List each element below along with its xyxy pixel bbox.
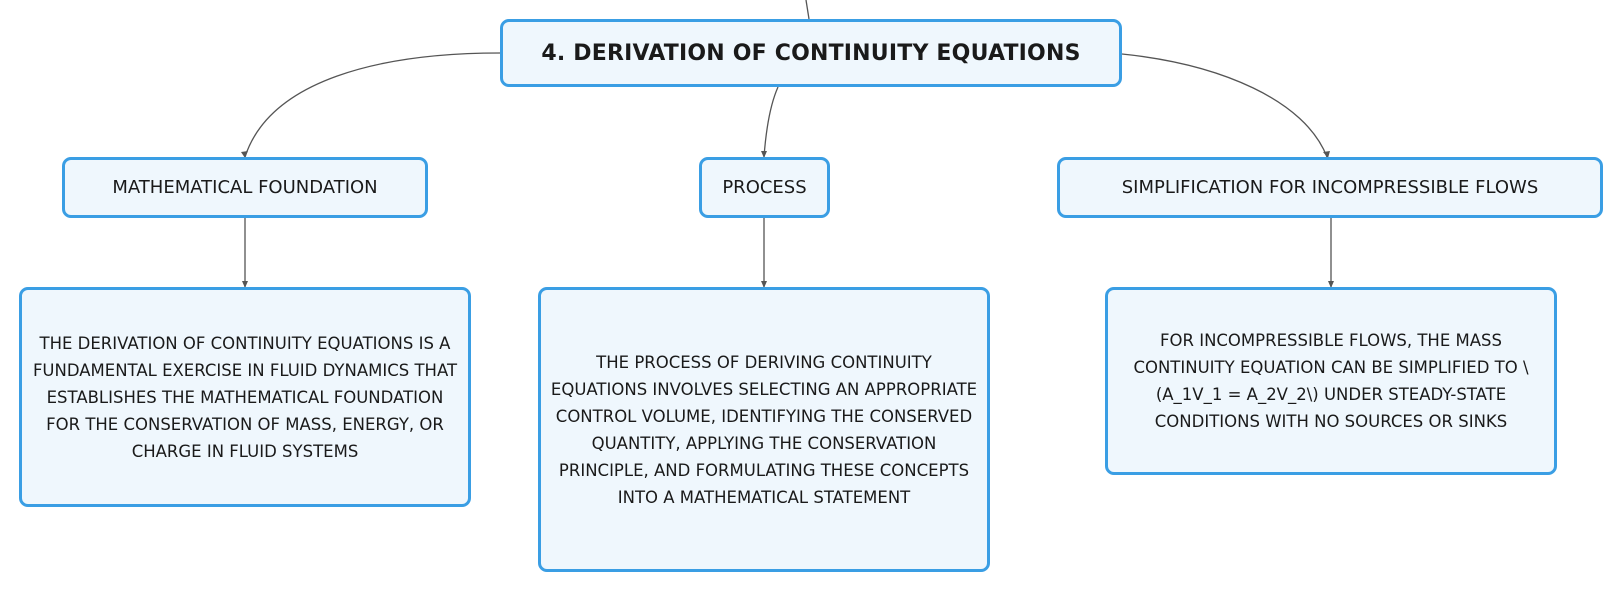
leaf-node-text: THE PROCESS OF DERIVING CONTINUITY EQUAT… — [550, 352, 978, 507]
leaf-node-process[interactable]: THE PROCESS OF DERIVING CONTINUITY EQUAT… — [538, 287, 990, 572]
arrowhead-mathematical-foundation-leaf — [242, 281, 248, 288]
connector-root-to-mathematical-foundation — [244, 52, 501, 158]
branch-node-label: SIMPLIFICATION FOR INCOMPRESSIBLE FLOWS — [1121, 177, 1539, 198]
branch-node-label: MATHEMATICAL FOUNDATION — [112, 177, 378, 198]
leaf-node-mathematical-foundation[interactable]: THE DERIVATION OF CONTINUITY EQUATIONS I… — [19, 287, 471, 507]
leaf-node-text: FOR INCOMPRESSIBLE FLOWS, THE MASS CONTI… — [1133, 331, 1529, 431]
root-node[interactable]: 4. DERIVATION OF CONTINUITY EQUATIONS — [500, 19, 1122, 87]
root-node-label: 4. DERIVATION OF CONTINUITY EQUATIONS — [541, 40, 1081, 66]
arrowhead-simplification-leaf — [1328, 281, 1334, 288]
arrowhead-mathematical-foundation — [241, 151, 248, 158]
branch-node-simplification[interactable]: SIMPLIFICATION FOR INCOMPRESSIBLE FLOWS — [1057, 157, 1603, 218]
leaf-node-text: THE DERIVATION OF CONTINUITY EQUATIONS I… — [32, 333, 458, 461]
branch-node-mathematical-foundation[interactable]: MATHEMATICAL FOUNDATION — [62, 157, 428, 218]
arrowhead-simplification — [1323, 151, 1330, 158]
connector-from-above — [805, 0, 810, 20]
arrowhead-process-leaf — [761, 281, 767, 288]
connector-root-to-simplification — [1121, 53, 1328, 158]
arrowhead-process — [761, 151, 767, 158]
leaf-node-simplification[interactable]: FOR INCOMPRESSIBLE FLOWS, THE MASS CONTI… — [1105, 287, 1557, 475]
branch-node-process[interactable]: PROCESS — [699, 157, 830, 218]
branch-node-label: PROCESS — [722, 177, 807, 198]
connector-root-to-process — [763, 86, 779, 158]
